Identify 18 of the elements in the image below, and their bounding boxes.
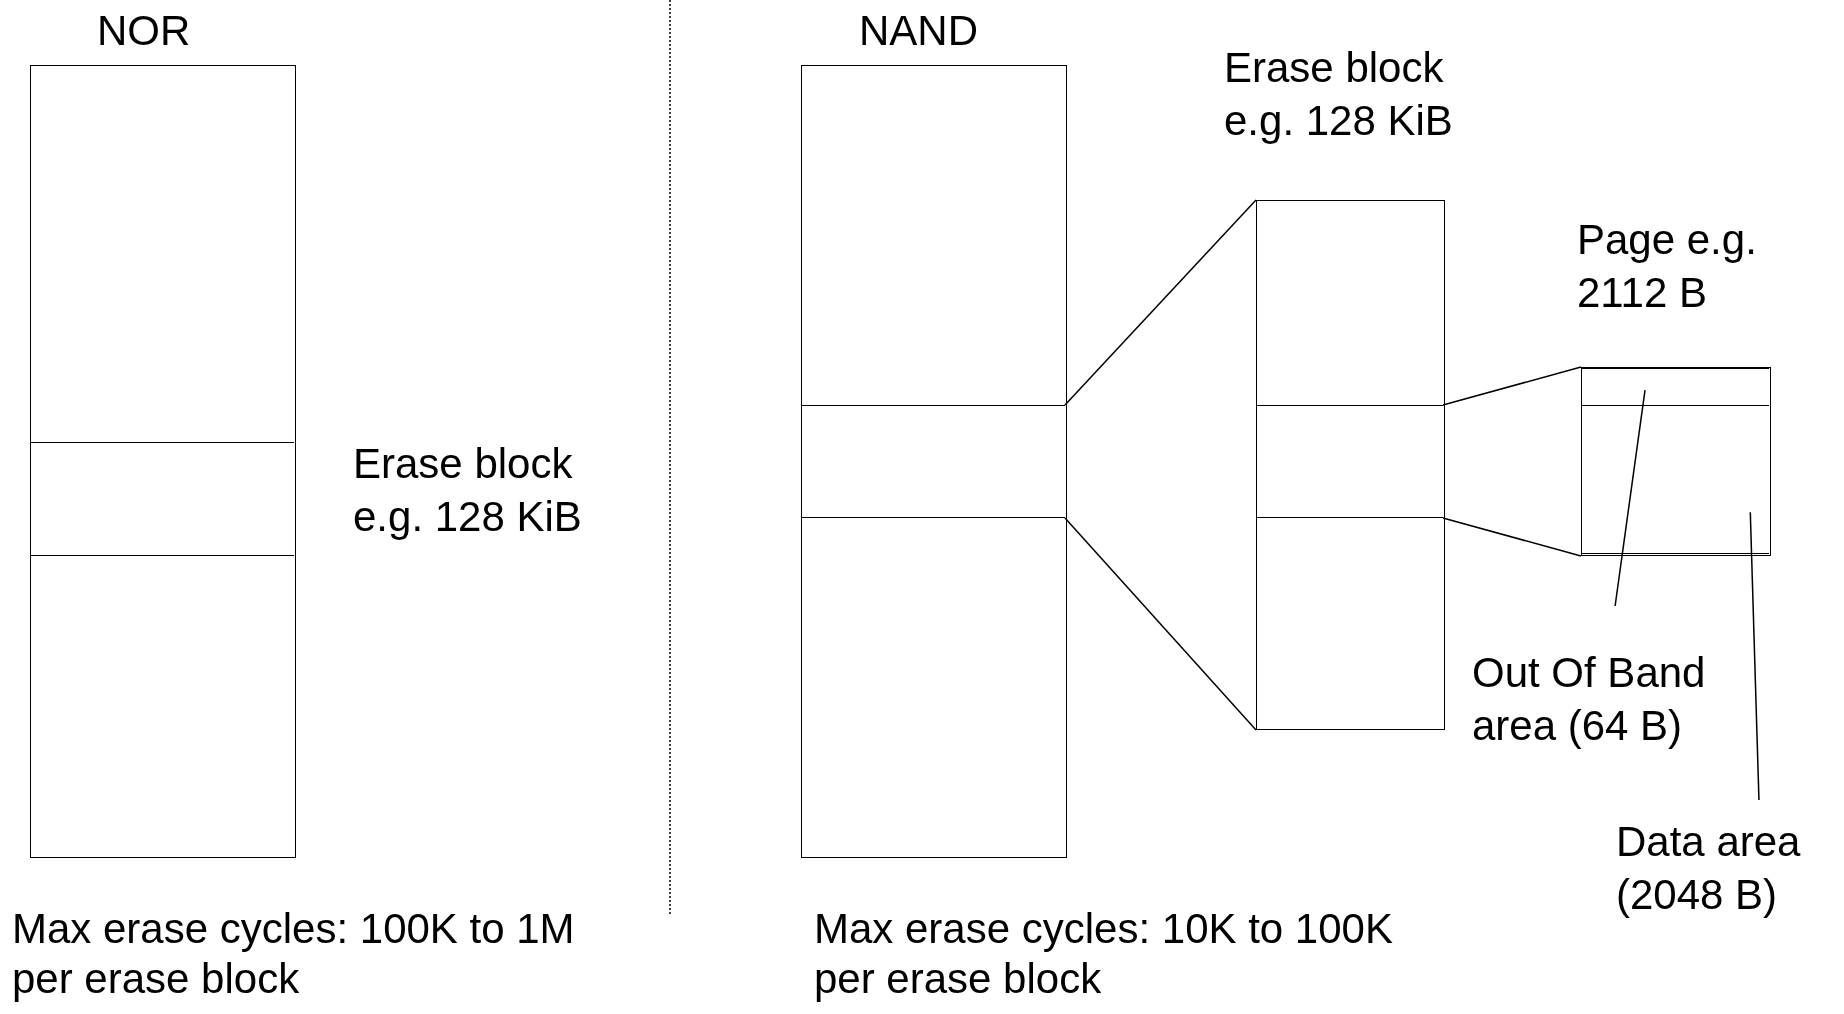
callout-text: Data area (2048 B) [1616, 815, 1844, 925]
band-caption: Erase block e.g. 128 KiB [353, 439, 583, 543]
callout-text: Out Of Band area (64 B) [1472, 646, 1772, 756]
zoom-line [1064, 517, 1257, 731]
heading-text: Page e.g. 2112 B [1577, 215, 1758, 319]
note-text: Max erase cycles: 100K to 1M per erase block [12, 904, 576, 1005]
page-band [1257, 405, 1443, 518]
leader-line [1749, 511, 1760, 801]
note-text: Max erase cycles: 10K to 100K per erase block [814, 904, 1394, 1005]
heading-text: Erase block e.g. 128 KiB [1224, 43, 1454, 147]
erase-block-band [31, 442, 294, 556]
zoom-line [1442, 366, 1582, 406]
zoom-line [1442, 517, 1582, 557]
heading-text: NAND [859, 6, 978, 56]
heading-text: NOR [97, 6, 191, 56]
leader-line [1614, 389, 1646, 607]
zoom-line [1064, 199, 1257, 406]
erase-block-band [802, 405, 1065, 518]
